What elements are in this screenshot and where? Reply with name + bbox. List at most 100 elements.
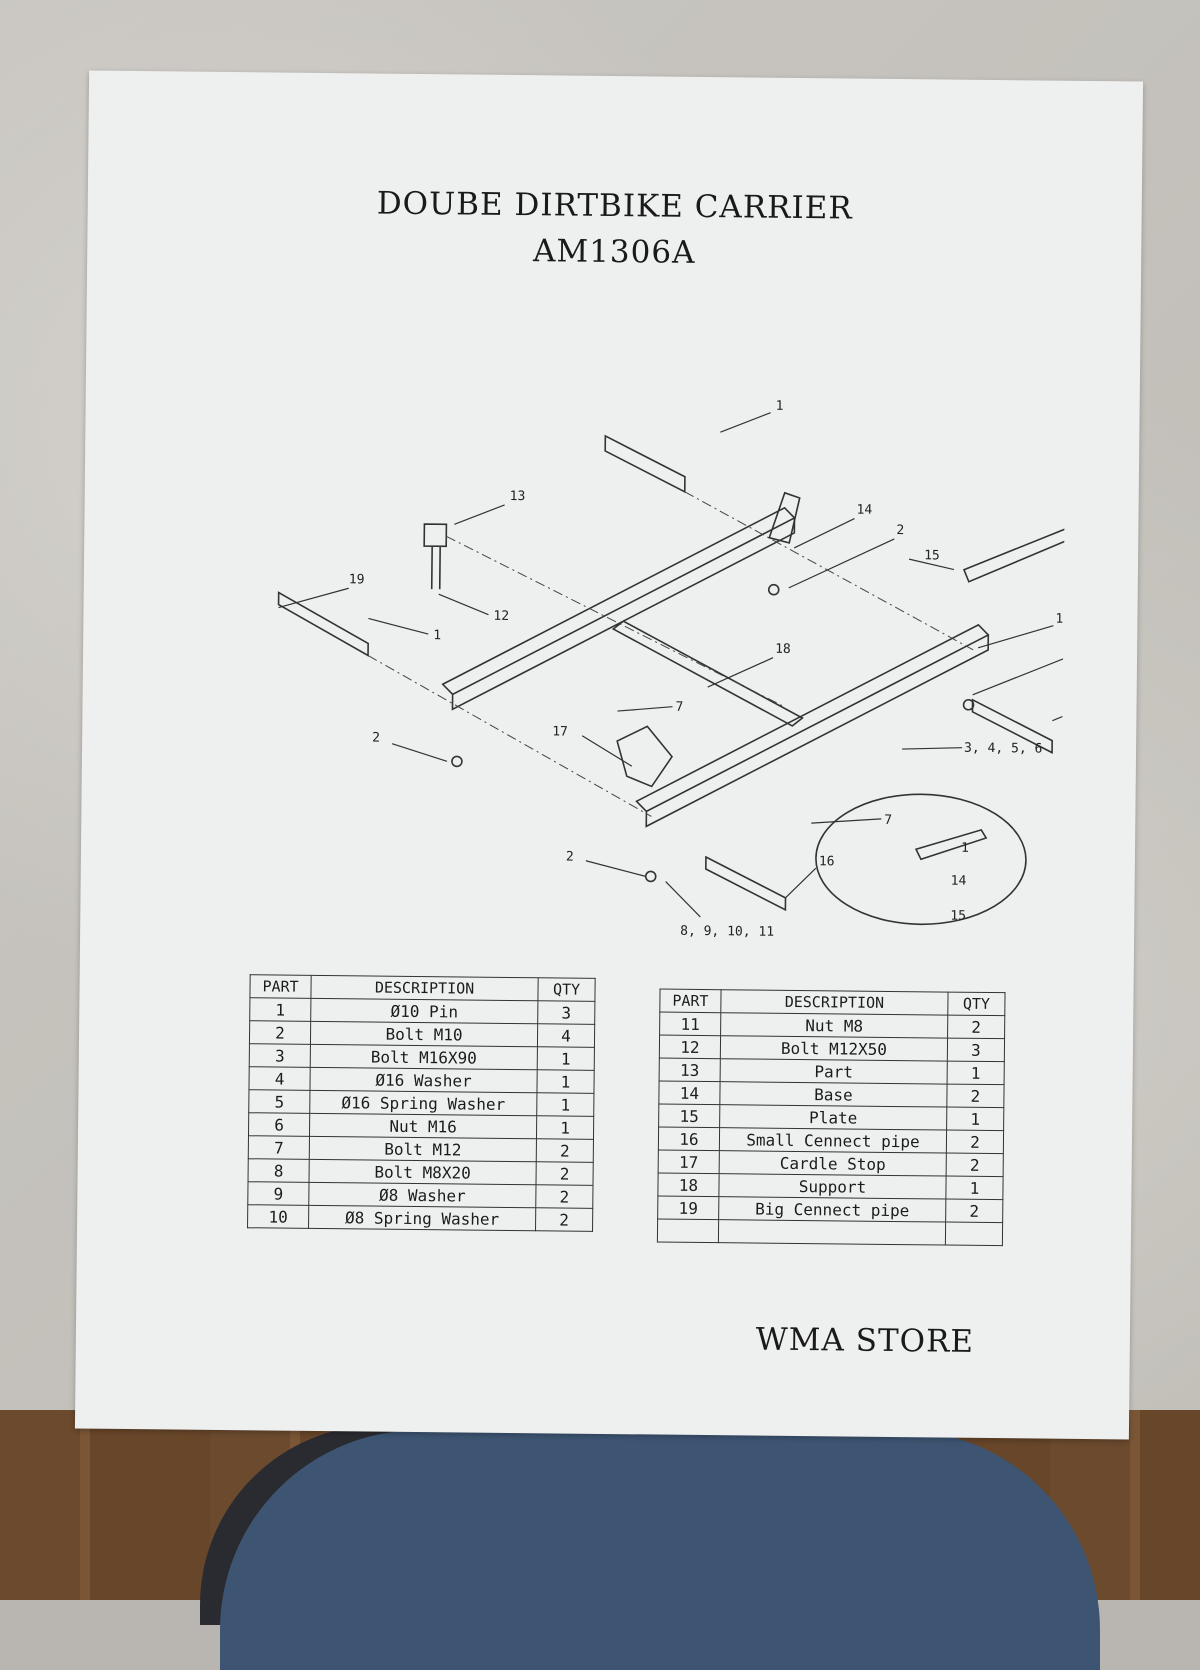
part-description: Bolt M10 [310,1021,538,1047]
callout-1: 1 [776,399,784,414]
part-number: 12 [659,1035,721,1059]
inset-callout-15: 15 [950,909,966,924]
part-number: 15 [658,1104,720,1128]
part-number: 16 [658,1127,720,1151]
part-number: 14 [658,1081,721,1105]
part-qty: 1 [945,1176,1004,1200]
part-number: 1 [249,997,311,1022]
part-number: 3 [249,1043,311,1068]
callout-18: 18 [775,642,791,657]
part-number: 11 [659,1012,721,1036]
part-description: Part [720,1058,948,1085]
part-number: 17 [658,1150,720,1174]
part-number: 2 [249,1020,311,1045]
header-description: DESCRIPTION [720,989,949,1016]
part-number: 5 [248,1089,310,1114]
callout-15: 15 [924,548,940,563]
store-name: WMA STORE [755,1321,975,1360]
callout-17: 17 [552,724,568,739]
part-number: 8 [248,1158,310,1183]
part-description: Ø16 Washer [309,1067,538,1093]
callout-7: 7 [675,700,683,715]
part-description: Ø10 Pin [310,998,538,1024]
part-qty: 1 [946,1107,1004,1131]
part-qty: 4 [537,1023,595,1048]
part-description: Bolt M12X50 [720,1035,948,1062]
bottom-pipe [705,855,787,912]
part-description: Plate [719,1104,947,1131]
part-qty: 1 [536,1092,594,1117]
part-qty: 1 [947,1061,1005,1085]
part-qty: 2 [946,1084,1005,1108]
part-description: Ø8 Washer [308,1182,536,1208]
part-qty: 2 [535,1184,593,1209]
part-description: Small Cennect pipe [719,1127,947,1154]
header-part: PART [659,989,722,1013]
jeans [220,1430,1100,1670]
exploded-diagram: 1 13 14 2 15 19 12 1 14 2 18 16 7 17 2 3… [277,399,1067,940]
callout-14: 14 [856,503,872,518]
part-qty: 2 [946,1153,1004,1177]
callout-19: 19 [349,572,365,587]
left-pipe [277,591,369,657]
part-qty: 1 [537,1046,595,1071]
part-description: Ø8 Spring Washer [308,1205,536,1231]
callout-2: 2 [896,523,904,538]
callout-8-9-10-11: 8, 9, 10, 11 [680,924,774,940]
instruction-sheet: DOUBE DIRTBIKE CARRIER AM1306A [74,70,1144,1440]
part-qty [945,1222,1003,1246]
callout-14b: 14 [1055,612,1066,627]
table-row-empty [657,1219,1003,1246]
callout-7b: 7 [884,813,892,828]
model-number: AM1306A [532,233,696,271]
part-number [657,1219,719,1243]
part-number: 13 [659,1058,721,1082]
part-qty: 1 [536,1069,595,1094]
part-description: Cardle Stop [719,1150,947,1177]
part-qty: 3 [947,1038,1005,1062]
callout-3-4-5-6: 3, 4, 5, 6 [964,741,1042,757]
plate [962,510,1067,583]
part-description: Nut M16 [309,1113,537,1139]
part-number: 9 [247,1181,310,1206]
part-number: 4 [248,1066,311,1091]
part-qty: 2 [946,1130,1004,1154]
header-qty: QTY [537,977,596,1002]
callout-2d: 2 [566,850,574,865]
header-description: DESCRIPTION [310,975,539,1001]
part-qty: 2 [535,1207,593,1232]
part-description: Nut M8 [720,1012,948,1039]
header-qty: QTY [947,992,1006,1016]
inset-callout-14: 14 [951,874,967,889]
part-description: Bolt M12 [309,1136,537,1162]
cradle-stop-top [768,491,801,544]
callout-16b: 16 [819,854,835,869]
part-number: 7 [248,1135,310,1160]
callout-13: 13 [510,489,526,504]
inset-callout-1: 1 [961,841,969,856]
document-title: DOUBE DIRTBIKE CARRIER [376,185,853,227]
detail-inset [815,793,1027,926]
part-number: 18 [657,1173,720,1197]
cross-support [611,620,804,727]
callout-1b: 1 [433,628,441,643]
part-description: Ø16 Spring Washer [309,1090,537,1116]
part-13 [423,523,448,590]
part-description: Bolt M8X20 [309,1159,537,1185]
header-part: PART [249,974,312,999]
top-pipe [604,434,686,494]
part-description: Big Cennect pipe [718,1196,946,1223]
part-number: 6 [248,1112,310,1137]
part-description [718,1219,946,1246]
part-description: Base [719,1081,948,1108]
part-qty: 1 [536,1115,594,1140]
part-qty: 2 [947,1015,1005,1039]
part-qty: 2 [535,1161,594,1186]
part-qty: 3 [537,1000,595,1025]
part-number: 10 [247,1204,309,1229]
cradle-stop-left [616,725,673,788]
part-description: Bolt M16X90 [310,1044,538,1070]
callout-2c: 2 [372,731,380,746]
callout-12: 12 [493,609,509,624]
